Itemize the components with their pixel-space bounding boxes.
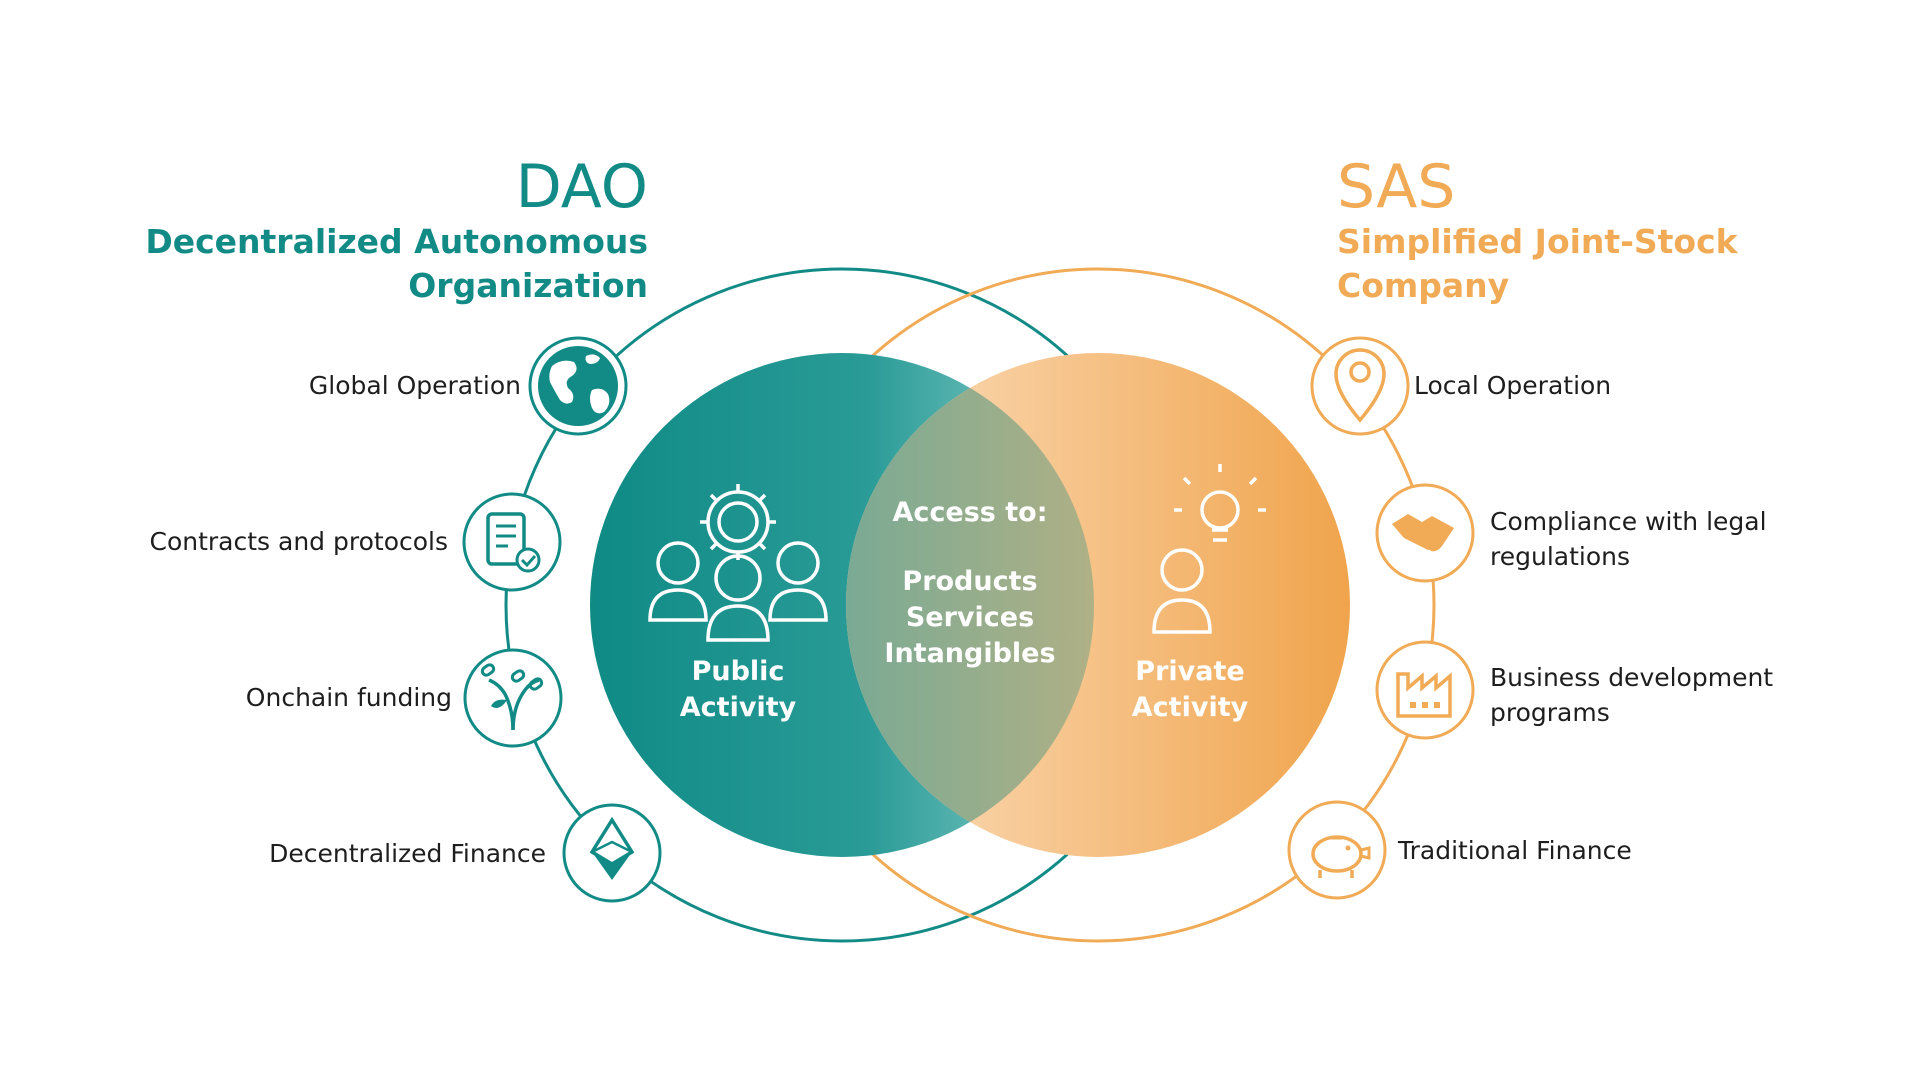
overlap-area xyxy=(846,353,1094,857)
dao-feature-decentralized-finance: Decentralized Finance xyxy=(269,839,546,868)
sas-abbr: SAS xyxy=(1337,152,1456,222)
dao-heading: DAO Decentralized Autonomous Organizatio… xyxy=(145,154,648,308)
piggy-bank-icon xyxy=(1287,800,1387,900)
sas-feature-traditional-finance: Traditional Finance xyxy=(1398,836,1632,865)
idea-person-icon xyxy=(1152,464,1266,634)
overlap-item-products: Products xyxy=(902,566,1038,597)
sas-feature-compliance-line2: regulations xyxy=(1490,542,1631,571)
sas-full-name-line2: Company xyxy=(1337,266,1510,305)
sas-feature-business-programs: Business development programs xyxy=(1490,660,1773,730)
location-pin-icon xyxy=(1310,336,1410,436)
dao-feature-contracts: Contracts and protocols xyxy=(149,527,449,556)
private-activity-label: Private Activity xyxy=(1120,654,1260,726)
dao-full-name-line2: Organization xyxy=(408,266,648,305)
sas-full-name-line1: Simplified Joint-Stock xyxy=(1337,222,1738,261)
handshake-icon xyxy=(1375,483,1475,583)
dao-abbr: DAO xyxy=(515,152,648,222)
sas-feature-compliance-line1: Compliance with legal xyxy=(1490,507,1767,536)
public-activity-label: Public Activity xyxy=(668,654,808,726)
dao-feature-onchain-funding: Onchain funding xyxy=(245,683,452,712)
contract-icon xyxy=(462,492,562,592)
team-gear-icon xyxy=(648,484,828,642)
sas-feature-compliance: Compliance with legal regulations xyxy=(1490,504,1767,574)
ethereum-icon xyxy=(562,803,662,903)
sas-feature-local-operation: Local Operation xyxy=(1414,371,1612,400)
sas-feature-business-line2: programs xyxy=(1490,698,1610,727)
dao-full-name-line1: Decentralized Autonomous xyxy=(145,222,648,261)
sas-feature-business-line1: Business development xyxy=(1490,663,1774,692)
plant-chain-icon xyxy=(463,648,563,748)
overlap-item-intangibles: Intangibles xyxy=(884,638,1056,669)
overlap-item-services: Services xyxy=(905,602,1035,633)
private-activity-line2: Activity xyxy=(1131,692,1249,723)
dao-feature-global-operation: Global Operation xyxy=(308,371,521,400)
public-activity-line1: Public xyxy=(691,656,785,687)
sas-heading: SAS Simplified Joint-Stock Company xyxy=(1337,154,1738,308)
private-activity-line1: Private xyxy=(1135,656,1245,687)
globe-icon xyxy=(528,336,628,436)
factory-icon xyxy=(1375,640,1475,740)
overlap-title: Access to: xyxy=(892,497,1048,528)
overlap-text: Access to: Products Services Intangibles xyxy=(870,495,1070,672)
public-activity-line2: Activity xyxy=(679,692,797,723)
